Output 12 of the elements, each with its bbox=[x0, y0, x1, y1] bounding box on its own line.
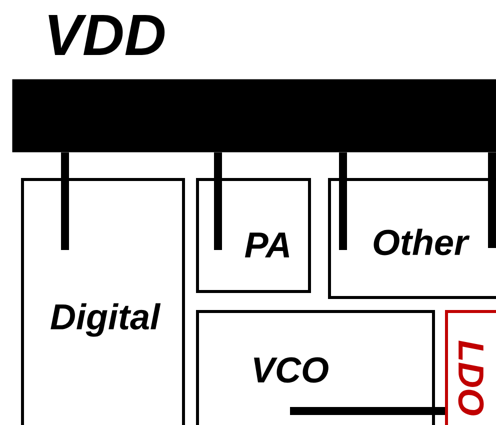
block-box: VCO bbox=[196, 310, 435, 425]
block-box: Other bbox=[328, 178, 496, 299]
connector-line bbox=[339, 152, 347, 250]
node-label: VDD bbox=[48, 15, 165, 55]
connector-line bbox=[488, 152, 496, 248]
connector-line bbox=[214, 152, 222, 250]
block-box: PA bbox=[196, 178, 311, 293]
power-rail: VDD bbox=[12, 15, 496, 152]
block-box: Digital bbox=[21, 178, 185, 425]
connector-line bbox=[290, 407, 445, 415]
regulator-box: LDO bbox=[445, 310, 496, 425]
connector-line bbox=[61, 152, 69, 250]
